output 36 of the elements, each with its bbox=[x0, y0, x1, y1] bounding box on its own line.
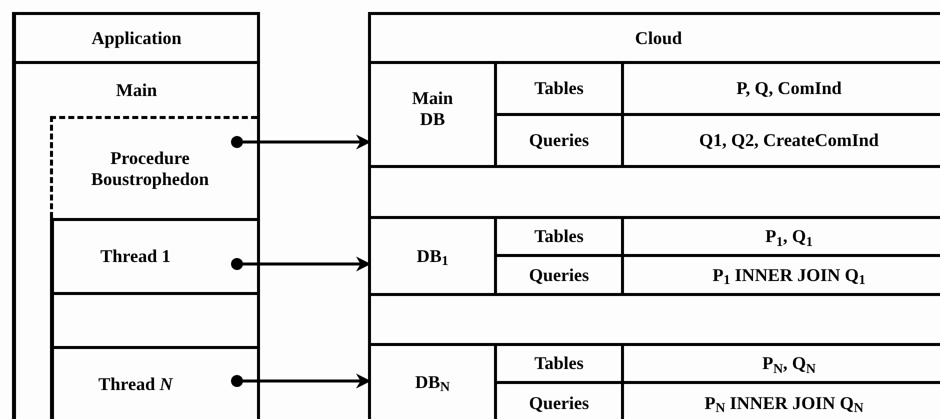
procedure-box bbox=[50, 116, 257, 218]
cell-text: P$_{1}$ INNER JOIN Q$_{1}$ bbox=[712, 264, 866, 286]
cell-text: P, Q, ComInd bbox=[736, 78, 842, 99]
arrow bbox=[231, 374, 371, 388]
table-cell bbox=[497, 64, 624, 116]
database-cell bbox=[371, 219, 497, 296]
table-cell bbox=[497, 346, 624, 384]
thread-box bbox=[50, 346, 257, 419]
cell-text: Main DB bbox=[410, 88, 454, 130]
panel-title: Cloud bbox=[634, 28, 682, 48]
arrow bbox=[231, 256, 371, 272]
cell-text: Queries bbox=[529, 264, 589, 286]
cell-text: DB$_{N}$ bbox=[415, 372, 450, 392]
cell-text: Queries bbox=[529, 392, 589, 414]
cell-text: Queries bbox=[529, 130, 589, 151]
cell-text: P$_{1}$, Q$_{1}$ bbox=[765, 226, 813, 247]
cloud-panel bbox=[368, 12, 940, 419]
cell-text: Thread 1 bbox=[100, 246, 171, 267]
application-panel bbox=[12, 12, 260, 419]
cell-text: P$_{N}$ INNER JOIN Q$_{N}$ bbox=[704, 392, 864, 414]
cell-text: Tables bbox=[534, 353, 584, 374]
cell-text: Q1, Q2, CreateComInd bbox=[699, 130, 879, 151]
panel-title: Application bbox=[91, 28, 182, 48]
thread-box bbox=[50, 218, 257, 295]
cell-text: Tables bbox=[534, 78, 584, 99]
table-cell bbox=[497, 219, 624, 257]
table-cell bbox=[497, 116, 624, 168]
cell-text: Thread N bbox=[98, 374, 173, 395]
cell-text: Tables bbox=[534, 226, 584, 247]
cell-text: DB$_{1}$ bbox=[416, 246, 448, 266]
cell-text: P$_{N}$, Q$_{N}$ bbox=[762, 353, 816, 374]
cell-text: Procedure Boustrophedon bbox=[90, 148, 210, 190]
arrow bbox=[231, 134, 371, 150]
table-cell bbox=[497, 257, 624, 296]
database-cell bbox=[371, 64, 497, 168]
cell-text: Main bbox=[116, 80, 157, 100]
